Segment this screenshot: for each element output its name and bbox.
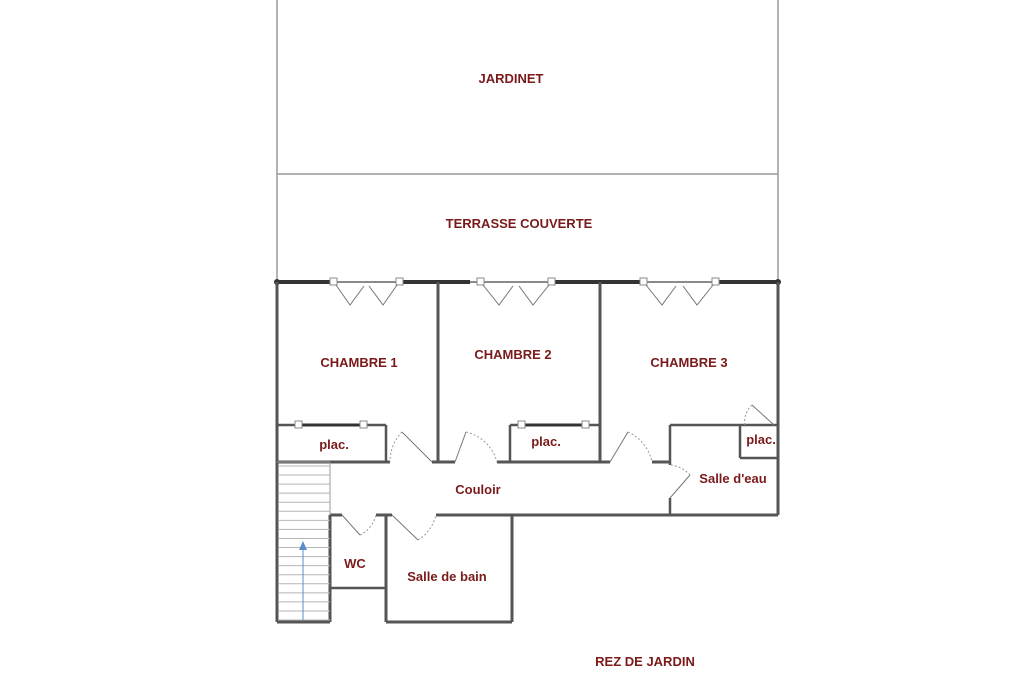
stair-arrow-icon [299,541,307,620]
label-chambre-2: CHAMBRE 2 [474,347,551,362]
french-window-chambre-2 [476,277,556,306]
placard-door-2 [517,420,590,429]
door-wc [341,514,377,536]
facade-wall [274,279,781,285]
door-chambre-3 [609,431,653,463]
label-salle-de-bain: Salle de bain [407,569,487,584]
door-placard-3 [744,404,775,426]
label-terrasse: TERRASSE COUVERTE [446,216,593,231]
door-salle-eau [669,464,691,499]
label-couloir: Couloir [455,482,501,497]
label-wc: WC [344,556,366,571]
label-chambre-1: CHAMBRE 1 [320,355,397,370]
french-window-chambre-1 [329,277,404,306]
label-jardinet: JARDINET [478,71,543,86]
label-floor: REZ DE JARDIN [595,654,695,669]
label-chambre-3: CHAMBRE 3 [650,355,727,370]
label-plac-1: plac. [319,437,349,452]
jardinet-area [276,0,779,282]
door-salle-de-bain [391,514,437,541]
staircase [277,461,331,621]
door-chambre-1 [389,431,433,463]
french-window-chambre-3 [639,277,720,306]
placard-door-1 [294,420,368,429]
label-salle-eau: Salle d'eau [699,471,766,486]
interior-walls [275,282,780,624]
label-plac-2: plac. [531,434,561,449]
door-chambre-2 [454,431,498,463]
label-plac-3: plac. [746,432,776,447]
